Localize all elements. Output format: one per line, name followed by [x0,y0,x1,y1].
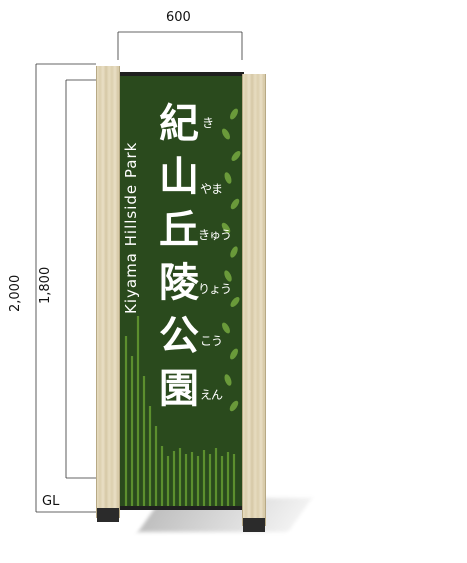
title-kanji-2: 山 [159,154,199,200]
title-kanji-5: 公 [159,313,199,359]
title-kana-1: き [202,116,214,130]
title-kana-2: やま [200,182,223,196]
width-dimension-label: 600 [166,10,191,25]
title-kanji-3: 丘 [159,207,199,253]
sign-height-dimension-label: 1,800 [38,266,53,304]
left-wooden-post [96,66,120,518]
english-park-name-text: Kiyama Hillside Park [122,141,140,314]
title-kanji-1: 紀 [159,101,199,147]
left-post-base [97,508,119,522]
title-kanji-4: 陵 [159,260,199,306]
right-post-base [243,518,265,532]
sign-panel: Kiyama Hillside Park 紀 山 丘 陵 公 園 き やま きゅ… [116,72,244,510]
english-park-name: Kiyama Hillside Park [122,142,141,314]
title-kana-6: えん [200,388,223,402]
title-kana-5: こう [200,334,223,348]
title-kana-4: りょう [198,282,232,296]
title-kana-3: きゅう [198,228,232,242]
right-wooden-post [242,74,266,526]
total-height-dimension-label: 2,000 [8,274,23,312]
ground-level-label: GL [42,494,60,509]
title-kanji-6: 園 [159,366,199,412]
title-kanji-column: 紀 山 丘 陵 公 園 [154,98,204,416]
grass-decoration [124,108,241,506]
